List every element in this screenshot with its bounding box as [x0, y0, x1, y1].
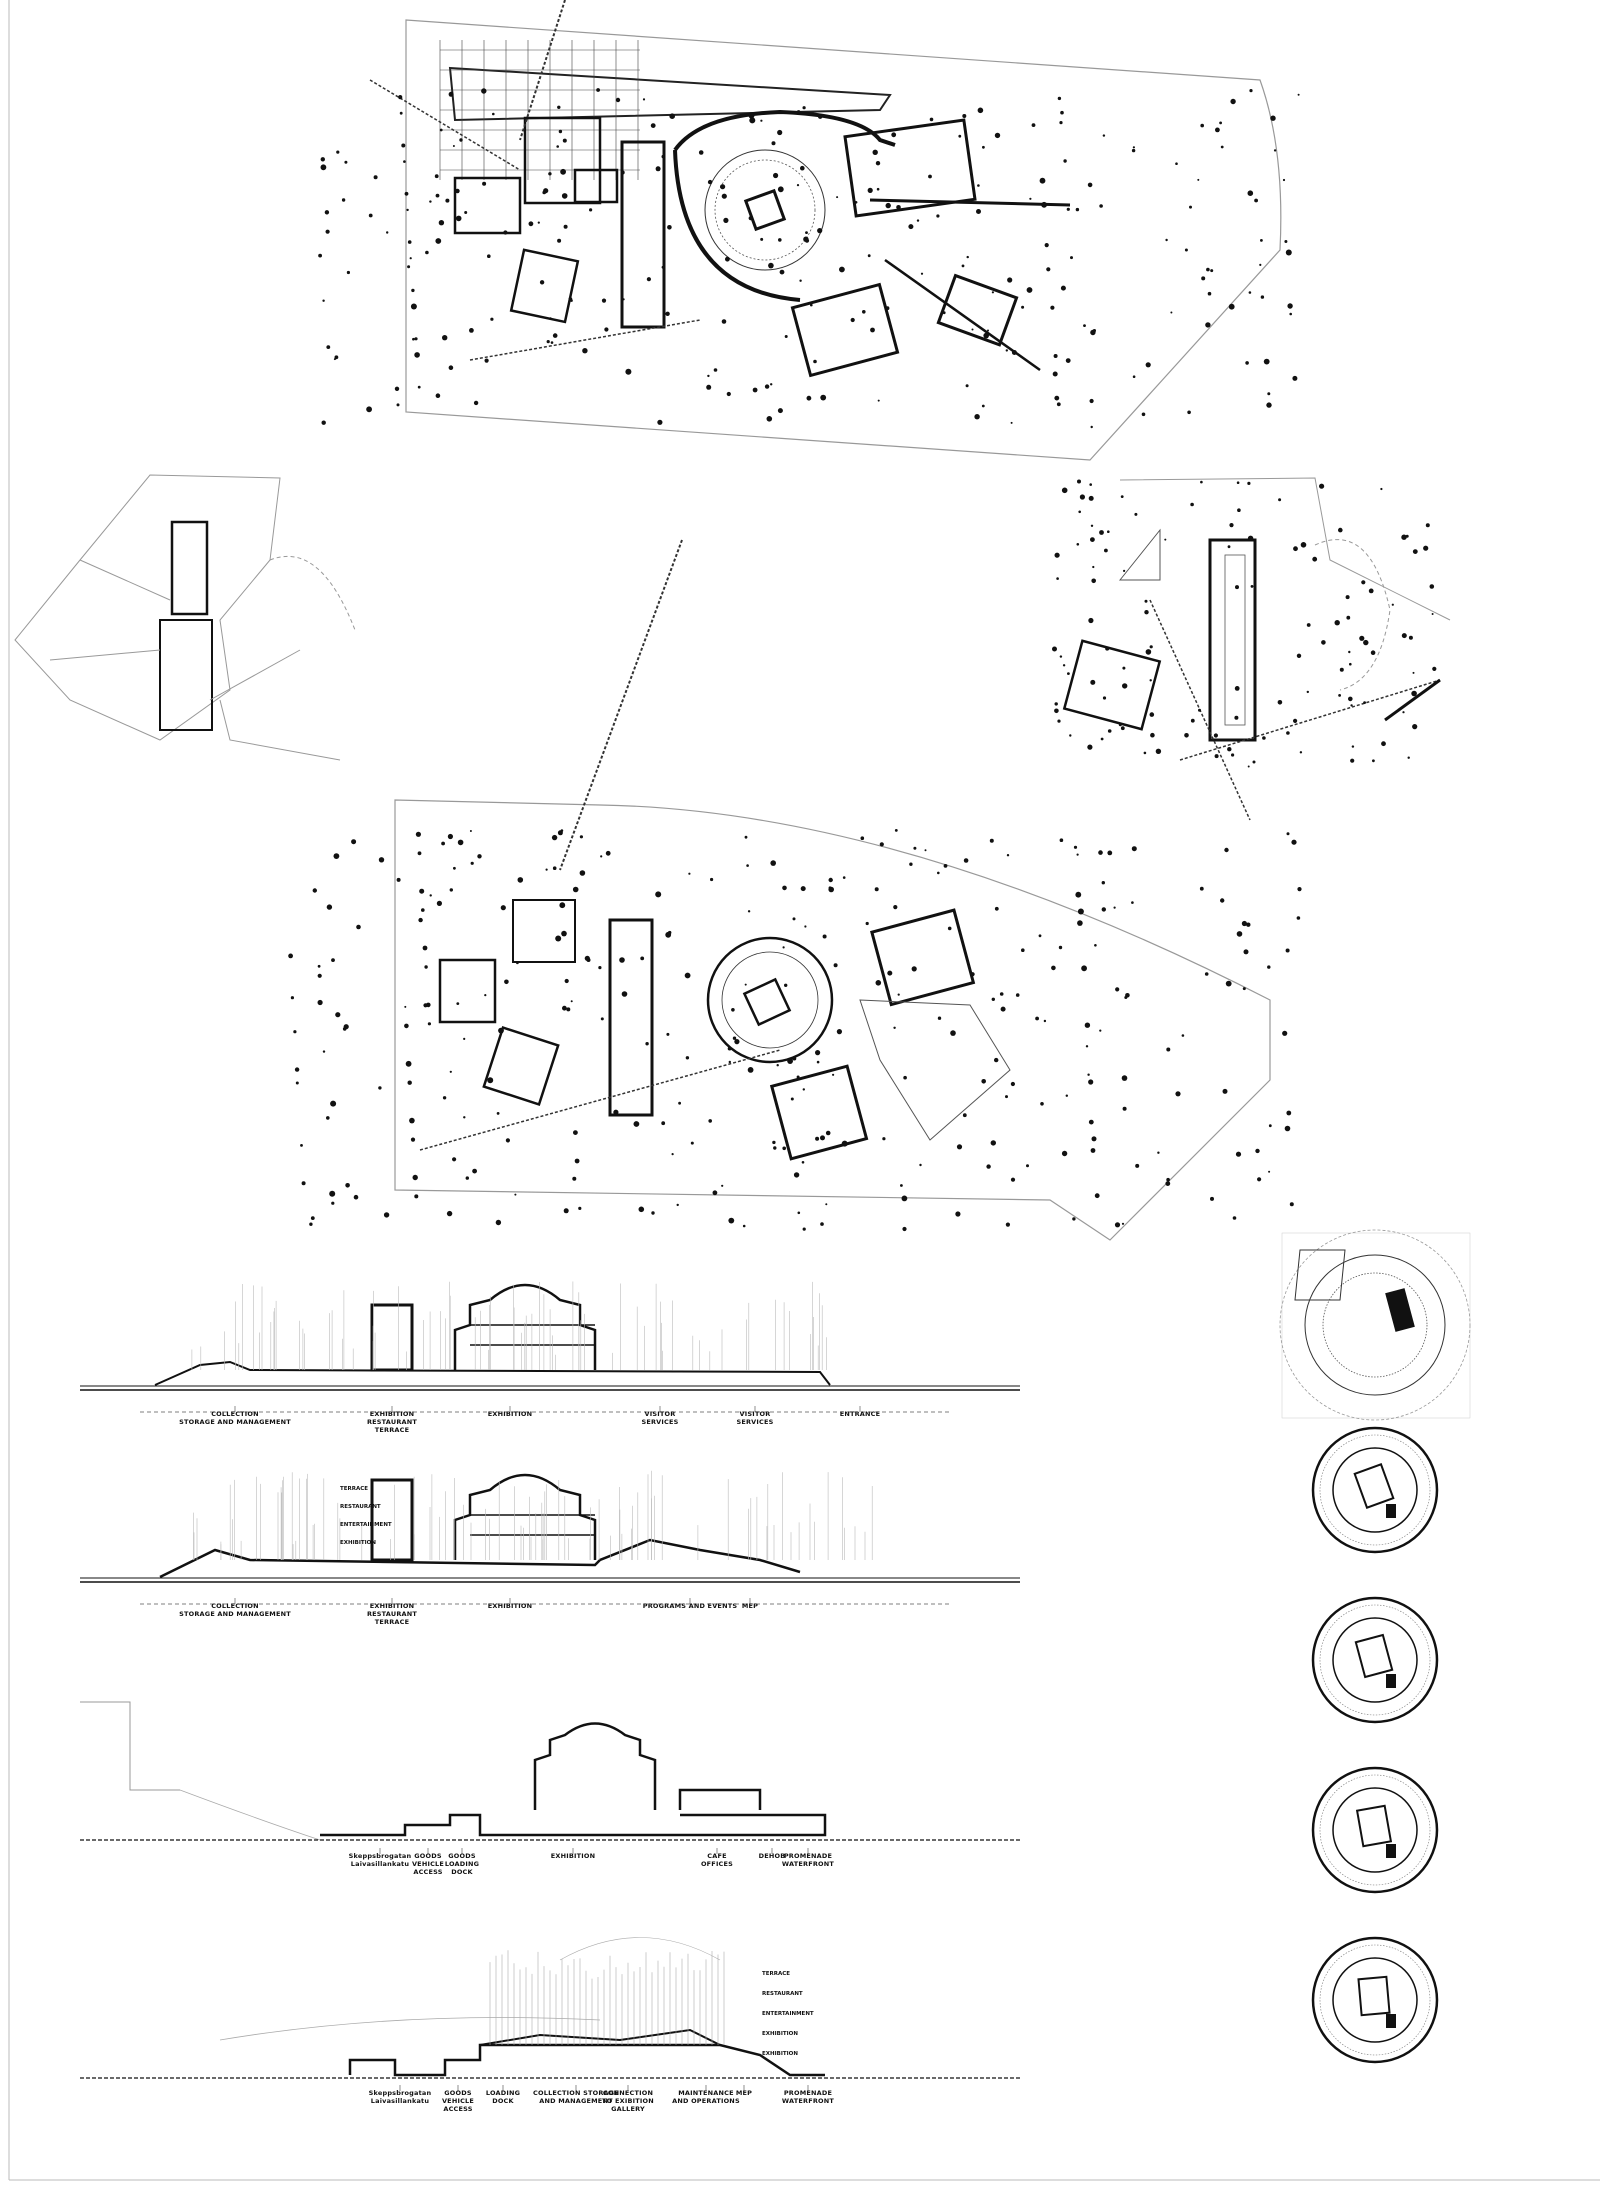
tower-tag-3: EXHIBITION	[340, 1540, 376, 1546]
rotunda-floor-plans	[1311, 1426, 1439, 2064]
tower-tag-3: EXHIBITION	[762, 2031, 798, 2037]
tower-tag-2: ENTERTAINMENT	[340, 1522, 392, 1528]
tower-tag-1: RESTAURANT	[340, 1504, 381, 1510]
rotunda-detail-plan	[1279, 1229, 1471, 1421]
building-section-4: TERRACE RESTAURANT ENTERTAINMENT EXHIBITION…	[80, 1937, 1020, 2113]
tower-tag-0: TERRACE	[340, 1486, 368, 1492]
section-3-label-5: DEHOB	[759, 1852, 786, 1860]
section-1-label-5: ENTRANCE	[840, 1410, 881, 1418]
section-2-label-2: EXHIBITION	[488, 1602, 533, 1610]
building-section-2: TERRACE RESTAURANT ENTERTAINMENT EXHIBITION…	[80, 1470, 1020, 1626]
section-1-label-2: EXHIBITION	[488, 1410, 533, 1418]
section-4-label-6: MEP	[736, 2089, 752, 2097]
tower-tag-1: RESTAURANT	[762, 1991, 803, 1997]
section-2-label-3: PROGRAMS AND EVENTS	[643, 1602, 738, 1610]
tower-tag-4: EXHIBITION	[762, 2051, 798, 2057]
section-3-label-3: EXHIBITION	[551, 1852, 596, 1860]
tower-tag-0: TERRACE	[762, 1971, 790, 1977]
partial-plan-right	[1052, 477, 1451, 821]
site-plan-lower	[288, 539, 1302, 1241]
tower-tag-2: ENTERTAINMENT	[762, 2011, 814, 2017]
section-2-label-4: MEP	[742, 1602, 758, 1610]
partial-plan-left	[14, 474, 356, 761]
site-plan-upper	[318, 0, 1300, 461]
